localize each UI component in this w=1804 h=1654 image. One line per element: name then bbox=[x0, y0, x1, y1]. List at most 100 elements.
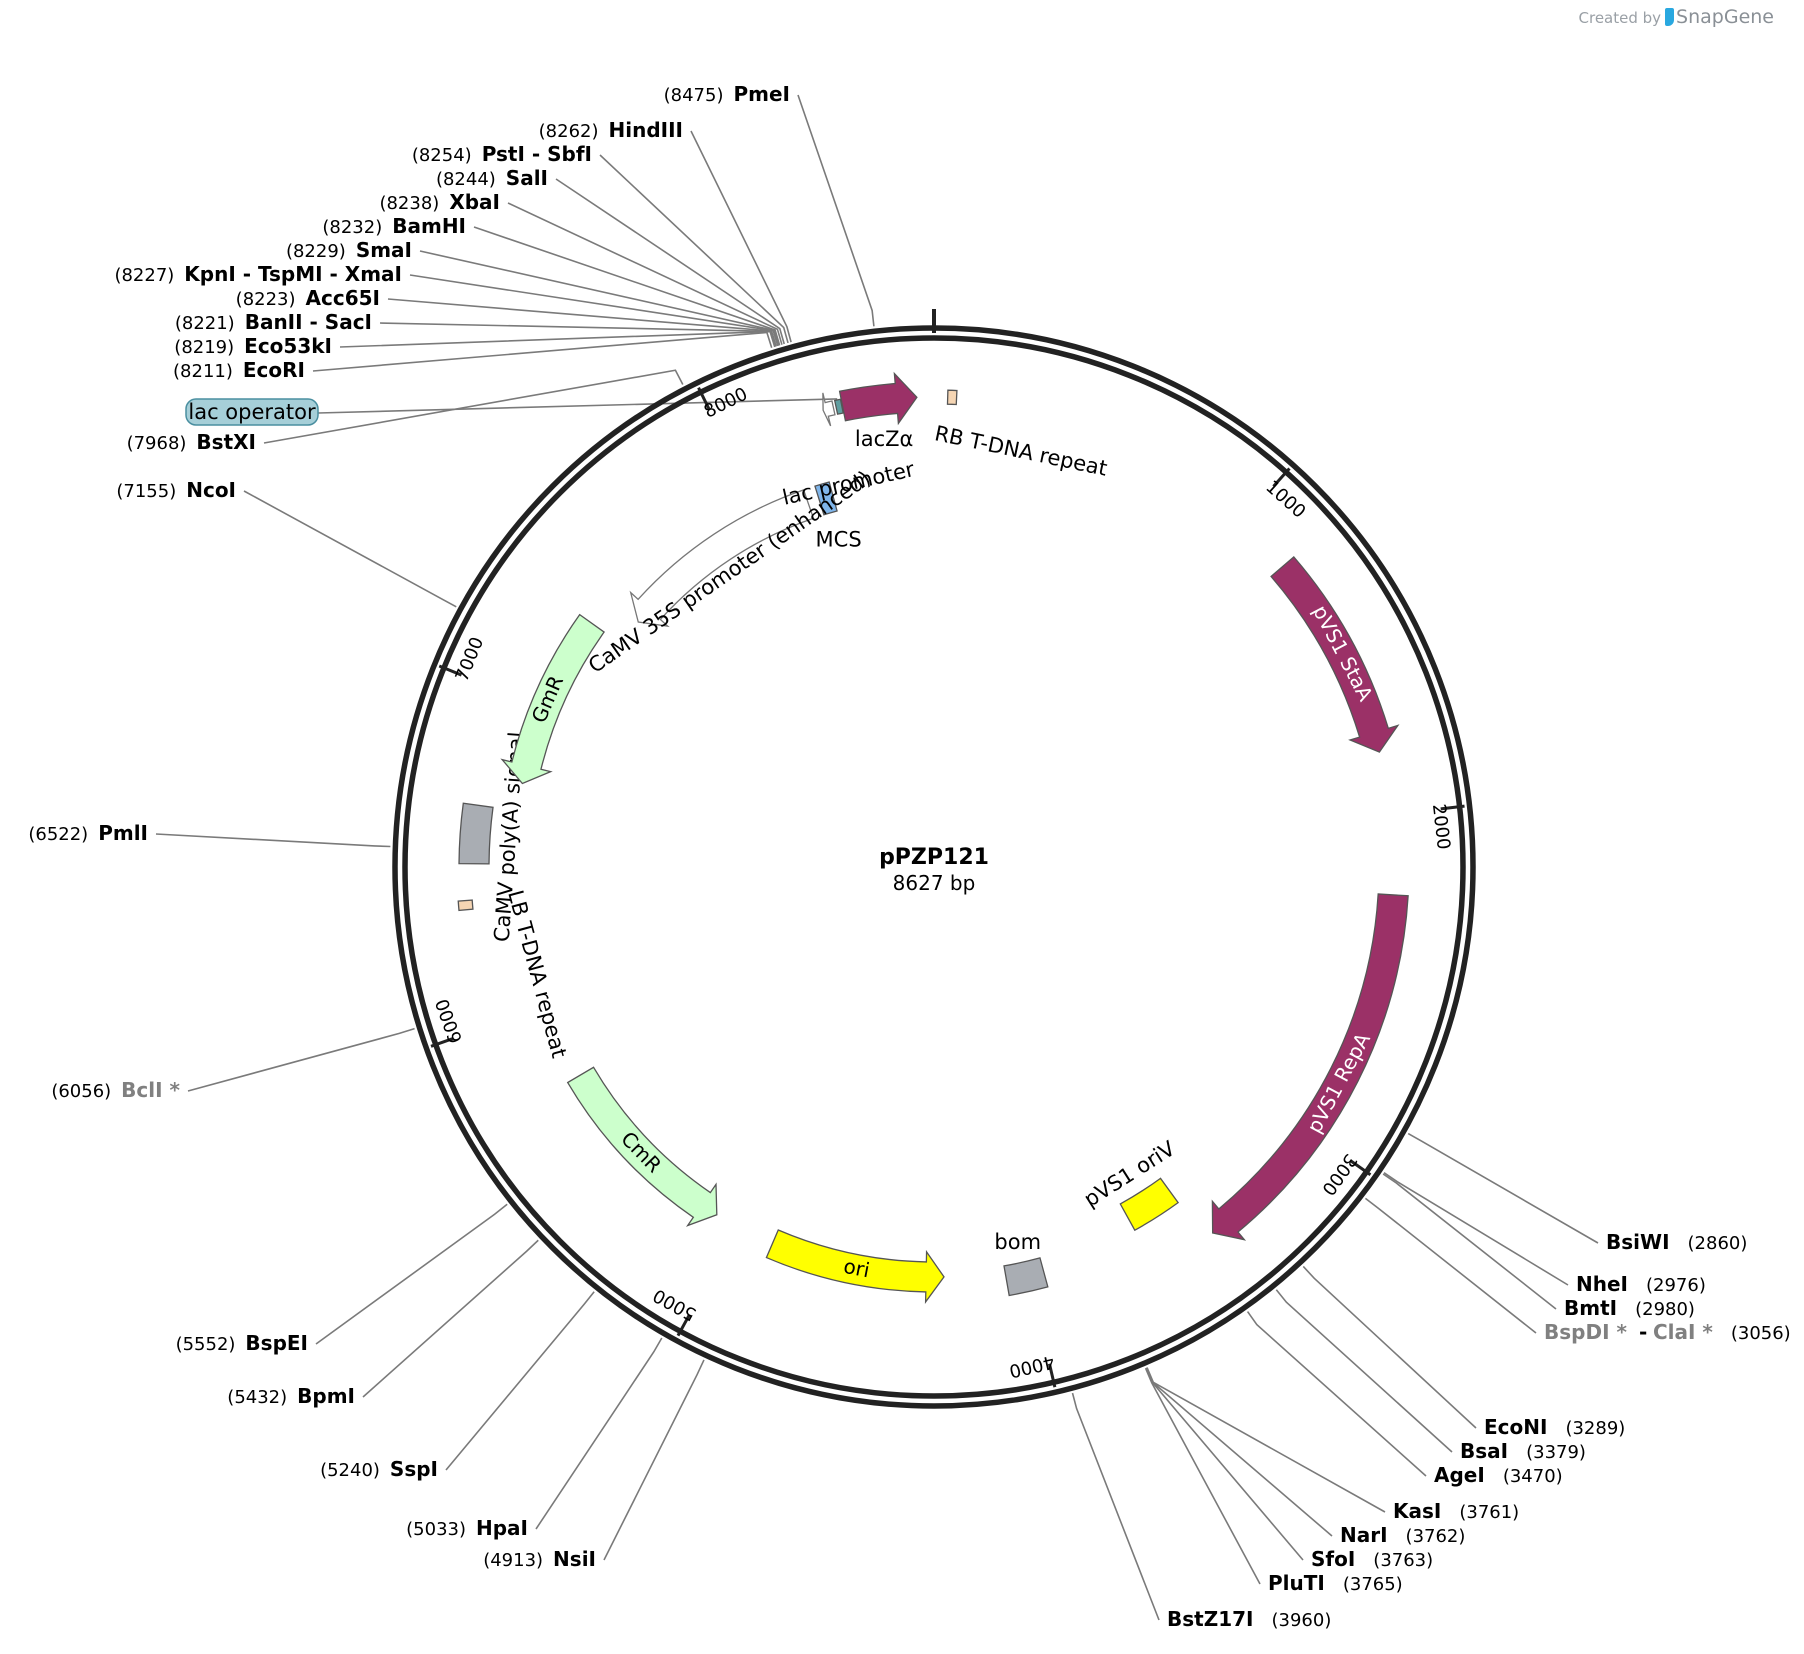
site-xbai: XbaI(8238) bbox=[379, 190, 500, 214]
site-pos-nsii: (4913) bbox=[483, 1550, 543, 1571]
restriction-site-labels: PmeI(8475)HindIII(8262)PstI - SbfI(8254)… bbox=[28, 82, 1790, 1631]
site-nhei: NheI(2976) bbox=[1576, 1272, 1706, 1296]
leader-bamhi bbox=[473, 226, 781, 346]
site-dash-bspdi: - bbox=[1639, 1320, 1647, 1344]
leader-bstxi bbox=[263, 369, 684, 444]
site-bsai: BsaI(3379) bbox=[1460, 1439, 1586, 1463]
site-pos-bspdi: (3056) bbox=[1731, 1323, 1791, 1344]
site-pos-bstz17i: (3960) bbox=[1271, 1610, 1331, 1631]
site-banii-saci: BanII - SacI(8221) bbox=[175, 310, 372, 334]
site-name-hpai: HpaI bbox=[476, 1516, 528, 1540]
feature-shape-lac-promoter bbox=[822, 392, 836, 427]
feature-mcs: MCS bbox=[814, 481, 862, 552]
site-pos-kasi: (3761) bbox=[1459, 1502, 1519, 1523]
site-name-xbai: XbaI bbox=[449, 190, 500, 214]
site-leader-lines bbox=[155, 94, 1599, 1621]
tick-mark-2000 bbox=[1440, 804, 1465, 811]
leader-bcli bbox=[187, 1027, 415, 1092]
site-kasi: KasI(3761) bbox=[1393, 1499, 1519, 1523]
site-ncoi: NcoI(7155) bbox=[116, 478, 236, 502]
leader-ncoi bbox=[243, 490, 457, 608]
feature-label-rb-t-dna-repeat: RB T-DNA repeat bbox=[933, 421, 1110, 480]
site-bmti: BmtI(2980) bbox=[1564, 1296, 1695, 1320]
site-pos-sfoi: (3763) bbox=[1373, 1550, 1433, 1571]
leader-bsiwi bbox=[1407, 1132, 1599, 1244]
leader-ecori bbox=[312, 331, 773, 372]
site-name-nari: NarI bbox=[1340, 1523, 1388, 1547]
feature-shape-mcs bbox=[814, 481, 838, 516]
leader-bmti bbox=[1382, 1173, 1557, 1310]
site-pos-hpai: (5033) bbox=[406, 1519, 466, 1540]
site-name-bsai: BsaI bbox=[1460, 1439, 1508, 1463]
feature-label-bom: bom bbox=[994, 1230, 1041, 1254]
leader-nhei bbox=[1383, 1172, 1569, 1286]
site-nsii: NsiI (4913) bbox=[483, 1547, 596, 1571]
site-name-hindiii: HindIII bbox=[609, 118, 683, 142]
leader-kpni-tspmi-xmai bbox=[409, 274, 779, 347]
site-name-eco53ki: Eco53kI bbox=[244, 334, 332, 358]
feature-shape-gmr bbox=[500, 613, 606, 785]
tick-mark-6000 bbox=[430, 1036, 455, 1048]
credit-prefix: Created by bbox=[1578, 9, 1662, 27]
tick-mark-3000 bbox=[1349, 1159, 1372, 1176]
feature-label-lacz: lacZα bbox=[855, 427, 913, 451]
feature-label-mcs: MCS bbox=[816, 528, 862, 552]
site-bcli: BclI *(6056) bbox=[51, 1078, 180, 1102]
site-lac-operator: lac operator bbox=[185, 398, 319, 426]
tick-label-2000: 2000 bbox=[1428, 803, 1454, 851]
feature-shape-camv-35s-promoter-enhanced bbox=[629, 489, 815, 628]
plasmid-name: pPZP121 bbox=[879, 845, 989, 870]
feature-shape-ori bbox=[765, 1229, 945, 1304]
site-pos-ncoi: (7155) bbox=[116, 481, 176, 502]
leader-banii-saci bbox=[379, 322, 777, 347]
leader-bstz17i bbox=[1071, 1392, 1160, 1621]
backbone-inner-ring bbox=[402, 335, 1466, 1399]
site-pos-econi: (3289) bbox=[1565, 1418, 1625, 1439]
site-pos-bcli: (6056) bbox=[51, 1081, 111, 1102]
site-pos-smai: (8229) bbox=[286, 241, 346, 262]
site-name-sspi: SspI bbox=[390, 1457, 438, 1481]
leader-hpai bbox=[535, 1337, 663, 1530]
site-name-pmei: PmeI bbox=[733, 82, 790, 106]
leader-lac-operator bbox=[317, 398, 838, 414]
tick-label-1000: 1000 bbox=[1261, 476, 1309, 522]
tick-mark-7000 bbox=[438, 664, 463, 677]
feature-shape-lb-t-dna-repeat bbox=[457, 899, 474, 912]
site-pos-kpni-tspmi-xmai: (8227) bbox=[114, 265, 174, 286]
leader-hindiii bbox=[690, 130, 792, 343]
feature-shape-pvs1-staa bbox=[1270, 555, 1400, 753]
leader-psti-sbfi bbox=[599, 154, 789, 344]
site-pos-bstxi: (7968) bbox=[127, 433, 187, 454]
feature-pvs1-oriv: pVS1 oriV bbox=[1080, 1136, 1180, 1232]
feature-shape-lac-operator bbox=[833, 398, 844, 415]
site-name-nsii: NsiI bbox=[553, 1547, 596, 1571]
leader-pmei bbox=[797, 94, 875, 327]
site-eco53ki: Eco53kI(8219) bbox=[174, 334, 332, 358]
feature-shape-rb-t-dna-repeat bbox=[946, 389, 958, 406]
site-pos-nari: (3762) bbox=[1406, 1526, 1466, 1547]
feature-cmr: CmR bbox=[566, 1066, 718, 1227]
site-name-sali: SalI bbox=[506, 166, 548, 190]
tick-label-6000: 6000 bbox=[432, 996, 467, 1046]
site-pos-bpmi: (5432) bbox=[227, 1387, 287, 1408]
leader-bspei bbox=[315, 1203, 508, 1345]
leader-xbai bbox=[507, 202, 783, 345]
feature-label-pvs1-repa: pVS1 RepA bbox=[1302, 1029, 1375, 1137]
site-agei: AgeI(3470) bbox=[1434, 1463, 1563, 1487]
feature-rb-t-dna-repeat: RB T-DNA repeat bbox=[933, 389, 1110, 481]
feature-lacz: lacZα bbox=[838, 371, 918, 451]
site-smai: SmaI(8229) bbox=[286, 238, 412, 262]
credit-brand: SnapGene bbox=[1676, 6, 1774, 28]
feature-bom: bom bbox=[994, 1230, 1049, 1297]
leader-sali bbox=[555, 178, 785, 345]
site-name-bspei: BspEI bbox=[245, 1331, 308, 1355]
site-name-bspdi: BspDI * bbox=[1544, 1320, 1627, 1344]
site-name-bmti: BmtI bbox=[1564, 1296, 1617, 1320]
snapgene-credit: Created by SnapGene bbox=[1579, 6, 1774, 28]
feature-pvs1-staa: pVS1 StaA bbox=[1270, 555, 1400, 753]
snapgene-logo-icon bbox=[1665, 8, 1675, 26]
site-name-pmli: PmlI bbox=[98, 821, 148, 845]
feature-lac-operator bbox=[833, 398, 844, 415]
site-pos-ecori: (8211) bbox=[173, 361, 233, 382]
